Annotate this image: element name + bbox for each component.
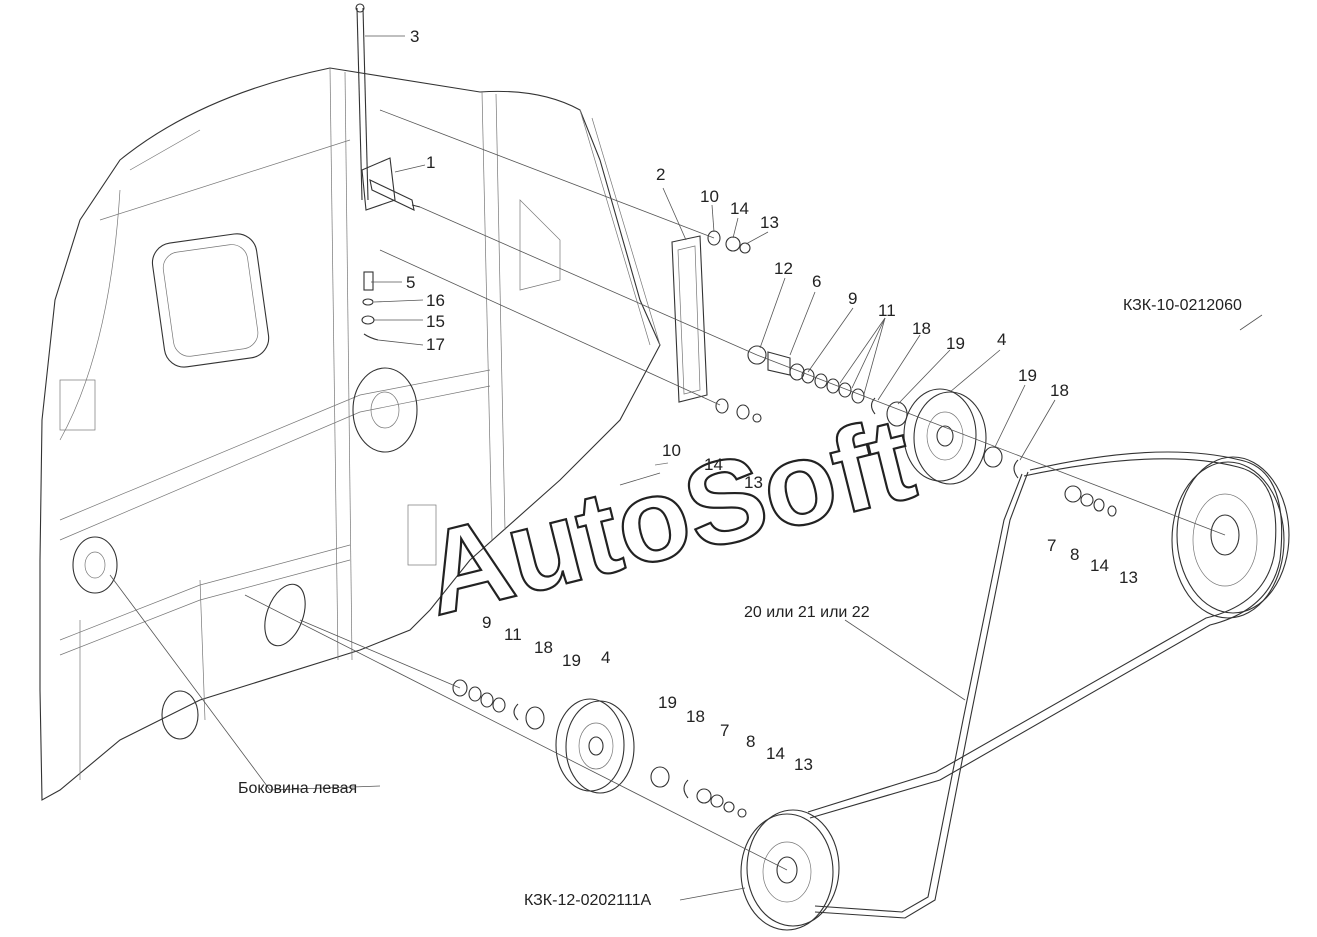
callout-18-lower: 18 <box>534 638 553 657</box>
side-panel-left <box>39 67 661 801</box>
callout-10-upper: 10 <box>700 187 719 206</box>
callout-4-lower: 4 <box>601 648 610 667</box>
callout-19-right: 19 <box>1018 366 1037 385</box>
callout-7-right: 7 <box>1047 536 1056 555</box>
pulley-part-4-lower <box>555 698 747 818</box>
callout-19-bottom: 19 <box>658 693 677 712</box>
callout-8-bottom: 8 <box>746 732 755 751</box>
caption-pulley-right: КЗК-10-0212060 <box>1123 297 1242 314</box>
callout-1: 1 <box>426 153 435 172</box>
callout-13-bottom: 13 <box>794 755 813 774</box>
callout-19-lower: 19 <box>562 651 581 670</box>
callout-18-right: 18 <box>1050 381 1069 400</box>
bracket-part-1 <box>361 157 421 211</box>
axis-lines <box>109 35 1263 901</box>
callout-11-upper: 11 <box>878 301 896 320</box>
callout-9-upper: 9 <box>848 289 857 308</box>
pulley-bottom <box>740 809 840 931</box>
callout-19-upper: 19 <box>946 334 965 353</box>
callout-18-bottom: 18 <box>686 707 705 726</box>
callout-11-lower: 11 <box>504 625 522 644</box>
callout-7-bottom: 7 <box>720 721 729 740</box>
callout-14-upper: 14 <box>730 199 749 218</box>
pulley-part-4-upper <box>903 388 1019 485</box>
callout-13-right: 13 <box>1119 568 1138 587</box>
lower-axle-parts <box>452 679 545 730</box>
tensioner-part-2 <box>671 235 708 403</box>
callout-5: 5 <box>406 273 415 292</box>
callout-13-upper: 13 <box>760 213 779 232</box>
caption-side-panel: Боковина левая <box>238 780 357 797</box>
caption-pulley-bottom: КЗК-12-0202111А <box>524 892 651 909</box>
callout-17: 17 <box>426 335 445 354</box>
right-pulley-hardware <box>1064 485 1117 517</box>
callout-13-lower: 13 <box>744 473 763 492</box>
callout-labels: 3 1 5 16 15 17 2 10 14 13 12 6 9 11 18 1… <box>406 27 1138 774</box>
callout-3: 3 <box>410 27 419 46</box>
callout-14-lower: 14 <box>704 455 723 474</box>
callout-6: 6 <box>812 272 821 291</box>
callout-4-upper: 4 <box>997 330 1006 349</box>
callout-16: 16 <box>426 291 445 310</box>
captions: КЗК-10-0212060 20 или 21 или 22 Боковина… <box>238 297 1242 909</box>
callout-15: 15 <box>426 312 445 331</box>
belt <box>807 451 1283 919</box>
pulley-right-large <box>1171 456 1290 619</box>
callout-9-lower: 9 <box>482 613 491 632</box>
upper-axle-parts <box>654 230 908 466</box>
caption-belt: 20 или 21 или 22 <box>744 604 870 621</box>
callout-14-right: 14 <box>1090 556 1109 575</box>
callout-8-right: 8 <box>1070 545 1079 564</box>
callout-18-upper: 18 <box>912 319 931 338</box>
callout-10-lower: 10 <box>662 441 681 460</box>
callout-2: 2 <box>656 165 665 184</box>
callout-14-bottom: 14 <box>766 744 785 763</box>
callout-12: 12 <box>774 259 793 278</box>
